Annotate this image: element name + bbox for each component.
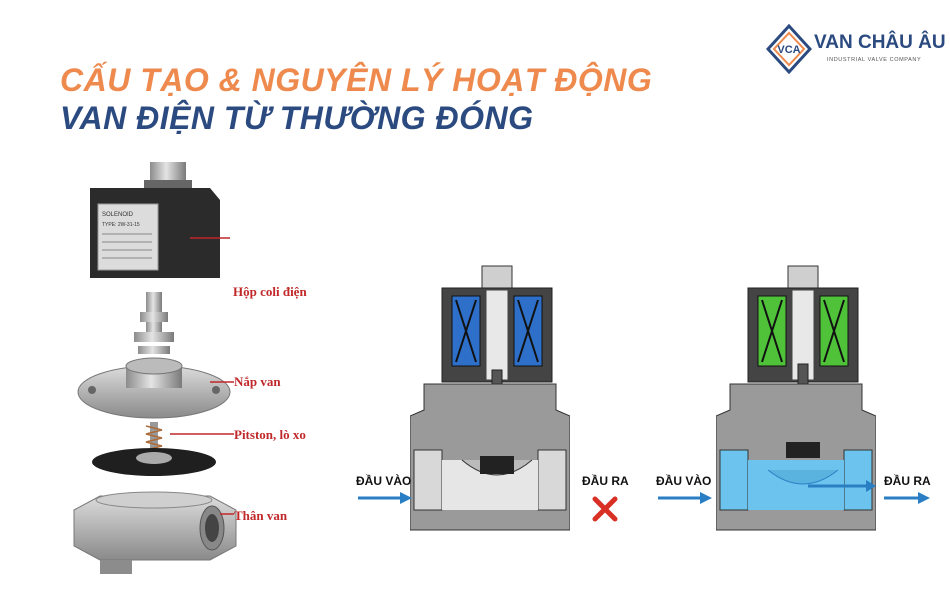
open-outlet-label: ĐẦU RA bbox=[884, 474, 931, 488]
label-cover: Nắp van bbox=[234, 374, 281, 390]
exploded-valve-diagram: SOLENOID TYPE: 2W-31-15 bbox=[60, 160, 340, 580]
closed-inlet-arrow-icon bbox=[358, 490, 412, 506]
armature-tube bbox=[134, 292, 174, 354]
water-inlet bbox=[720, 450, 748, 510]
open-valve-cross-section bbox=[716, 260, 876, 540]
logo-mark: VCA bbox=[777, 44, 800, 56]
closed-inlet-label: ĐẦU VÀO bbox=[356, 474, 411, 488]
brand-logo: VCA VAN CHÂU ÂU INDUSTRIAL VALVE COMPANY bbox=[766, 24, 942, 74]
closed-piston-seal bbox=[480, 456, 514, 474]
valve-cover bbox=[78, 358, 230, 418]
closed-outlet-label: ĐẦU RA bbox=[582, 474, 629, 488]
coil-plate-type: TYPE: 2W-31-15 bbox=[102, 222, 140, 228]
open-piston-seal bbox=[786, 442, 820, 458]
brand-name: VAN CHÂU ÂU bbox=[814, 32, 946, 54]
brand-tagline: INDUSTRIAL VALVE COMPANY bbox=[827, 57, 921, 63]
open-outlet-arrow-icon bbox=[884, 490, 930, 506]
label-coil-box: Hộp coli điện bbox=[233, 284, 307, 300]
page-title: CẤU TẠO & NGUYÊN LÝ HOẠT ĐỘNG bbox=[60, 62, 652, 99]
valve-body-part bbox=[74, 492, 236, 574]
page-subtitle: VAN ĐIỆN TỪ THƯỜNG ĐÓNG bbox=[60, 100, 533, 137]
logo-diamond-icon: VCA bbox=[766, 24, 812, 74]
open-inlet-label: ĐẦU VÀO bbox=[656, 474, 711, 488]
water-outlet bbox=[844, 450, 872, 510]
blocked-cross-icon bbox=[592, 496, 618, 522]
label-piston-spring: Pitston, lò xo bbox=[234, 427, 306, 443]
piston-spring bbox=[92, 422, 216, 476]
closed-valve-cross-section bbox=[410, 260, 570, 540]
open-inlet-arrow-icon bbox=[658, 490, 712, 506]
label-valve-body: Thân van bbox=[234, 508, 287, 524]
coil-box: SOLENOID TYPE: 2W-31-15 bbox=[90, 162, 220, 278]
coil-plate-brand: SOLENOID bbox=[102, 212, 134, 218]
